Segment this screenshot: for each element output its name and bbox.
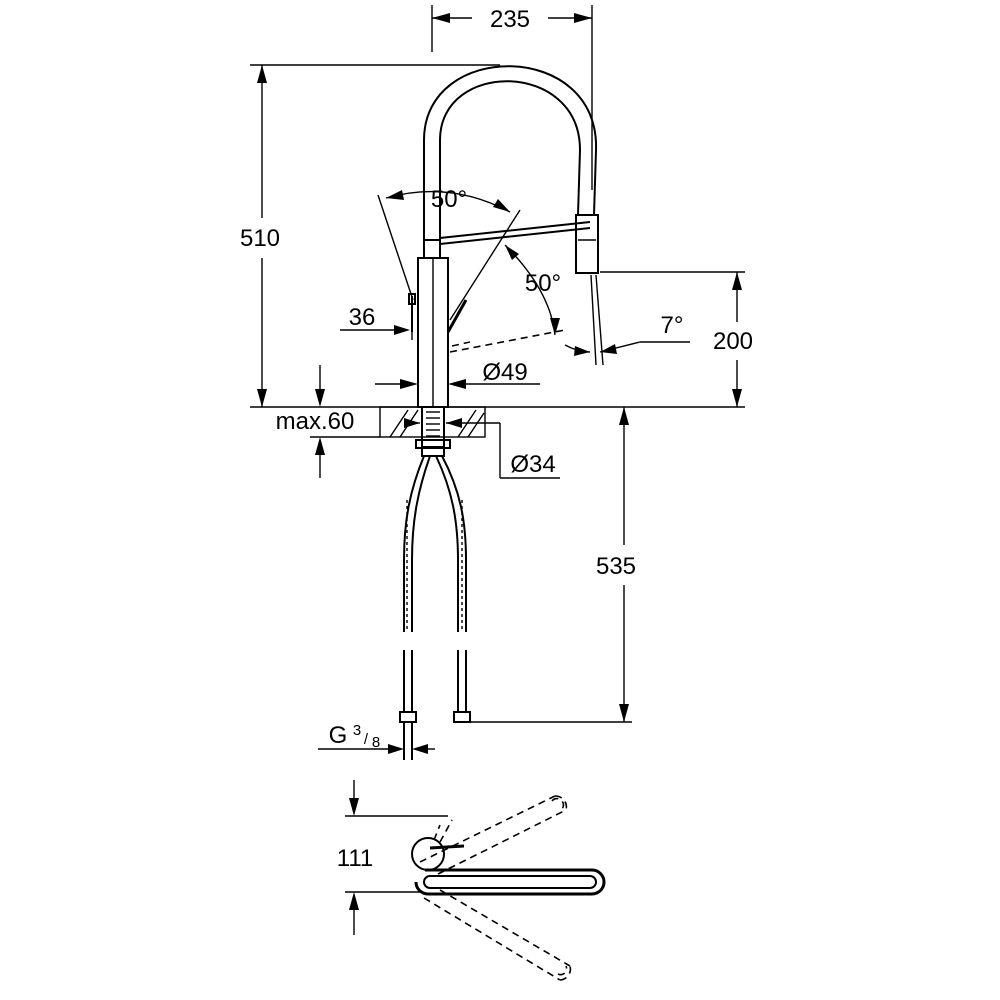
body-diameter-label: Ø49 bbox=[482, 359, 527, 386]
lever-angle-dimension: 50° bbox=[449, 244, 566, 353]
lever-side-label: 36 bbox=[349, 304, 376, 331]
lever-side-dimension: 36 bbox=[340, 300, 413, 340]
width-label: 235 bbox=[490, 6, 530, 33]
spout-height-dimension: 200 bbox=[600, 271, 753, 407]
hose-length-label: 535 bbox=[596, 553, 636, 580]
thread-prefix-label: G bbox=[329, 722, 348, 749]
max-deck-label: max.60 bbox=[276, 408, 355, 435]
lever-angle-label: 50° bbox=[525, 270, 561, 297]
spout-angle-label: 50° bbox=[431, 186, 467, 213]
thread-denominator-label: 8 bbox=[372, 734, 380, 751]
spray-tilt-dimension: 7° bbox=[564, 274, 690, 366]
faucet-body bbox=[417, 65, 599, 408]
thread-slash: / bbox=[364, 731, 369, 748]
supply-hoses bbox=[399, 455, 471, 760]
spout-angle-dimension: 50° bbox=[377, 186, 521, 321]
hole-diameter-dimension: Ø34 bbox=[404, 418, 560, 479]
total-height-dimension: 510 bbox=[240, 64, 500, 407]
thread-dimension: G 3 / 8 bbox=[318, 722, 435, 754]
spout-height-label: 200 bbox=[713, 328, 753, 355]
width-dimension: 235 bbox=[431, 5, 593, 190]
max-deck-dimension: max.60 bbox=[276, 365, 380, 478]
total-height-label: 510 bbox=[240, 225, 280, 252]
thread-numerator-label: 3 bbox=[353, 722, 361, 739]
deck-section bbox=[379, 406, 486, 457]
hose-length-dimension: 535 bbox=[470, 407, 636, 723]
hole-diameter-label: Ø34 bbox=[510, 451, 555, 478]
top-depth-label: 111 bbox=[337, 845, 373, 872]
top-view: 111 bbox=[337, 780, 606, 981]
spray-tilt-label: 7° bbox=[661, 312, 684, 339]
body-diameter-dimension: Ø49 bbox=[375, 359, 540, 389]
